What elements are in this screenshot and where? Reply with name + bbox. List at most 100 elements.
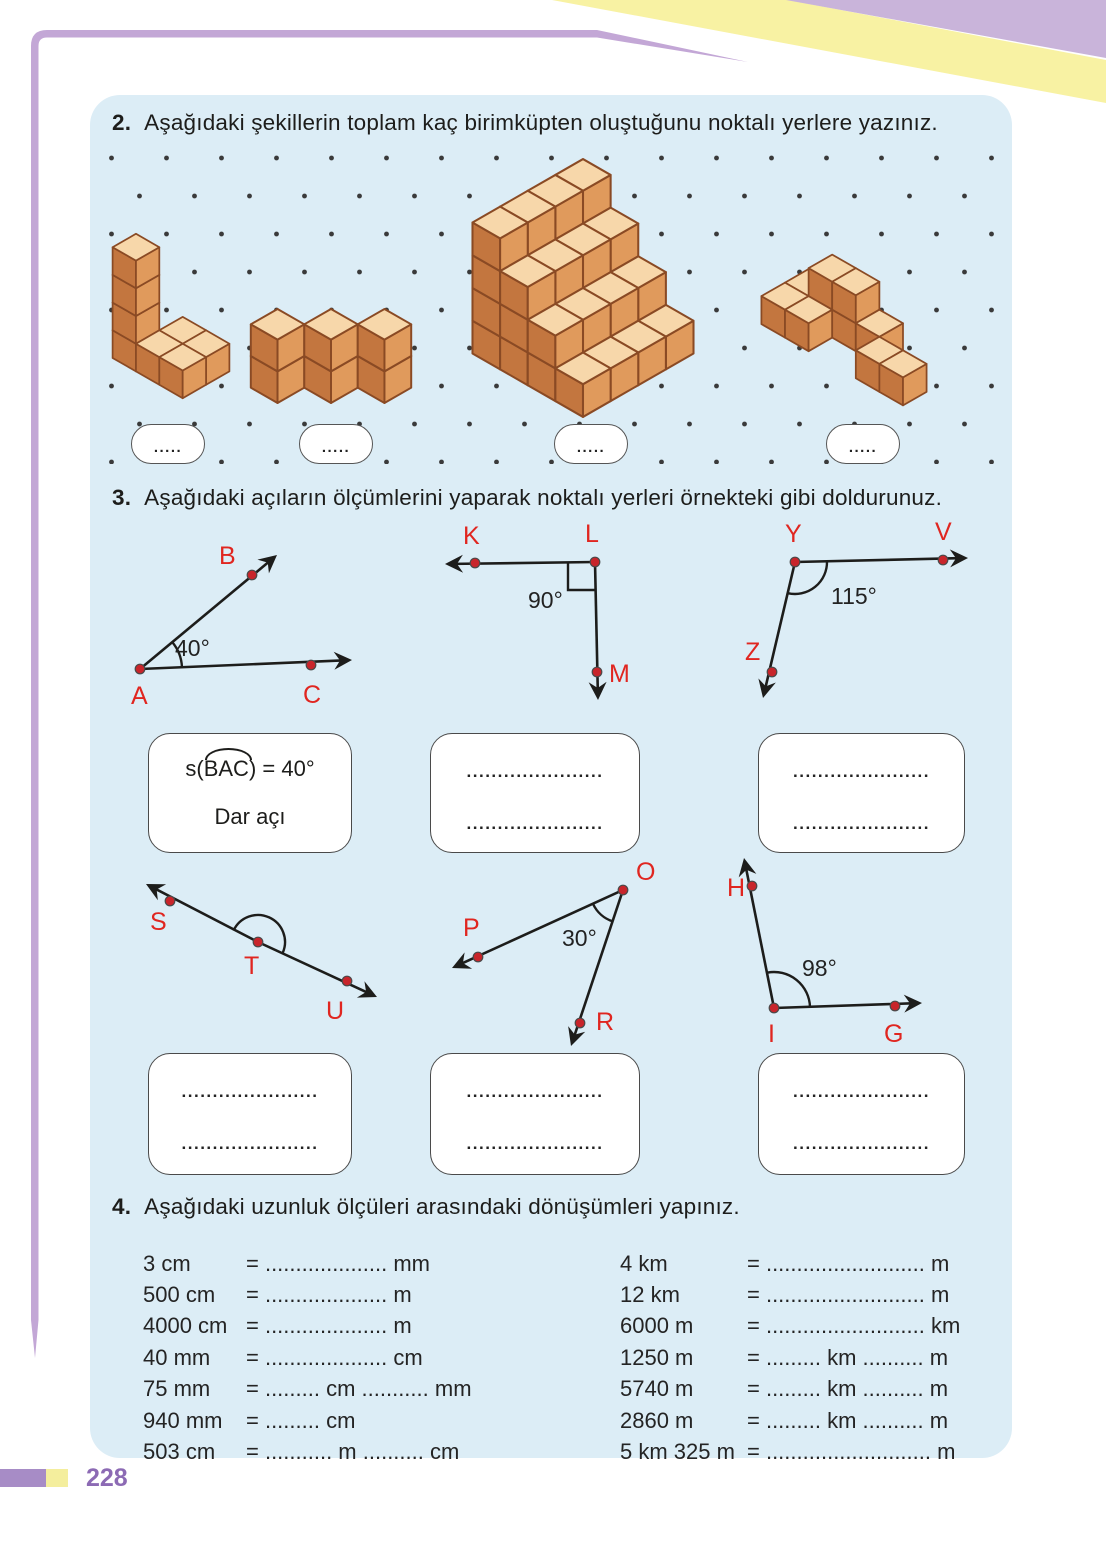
conversion-column-right: 4 km = .......................... m 12 km… — [620, 1248, 960, 1468]
conversion-lhs: 5740 m — [620, 1376, 694, 1402]
page-number: 228 — [86, 1464, 128, 1492]
conversion-row: 40 mm= .................... cm — [143, 1342, 472, 1373]
dotted-line[interactable]: ...................... — [793, 1082, 930, 1101]
cube-figure-4 — [760, 253, 928, 407]
question-4-heading: 4. Aşağıdaki uzunluk ölçüleri arasındaki… — [112, 1194, 740, 1220]
question-3-number: 3. — [112, 485, 132, 510]
conversion-blank[interactable]: = .......................... km — [747, 1313, 961, 1339]
angle-point-label: H — [727, 874, 745, 902]
angle-point-label: R — [596, 1008, 614, 1036]
angle-point-label: S — [150, 908, 167, 936]
conversion-row: 5 km 325 m = ........................... … — [620, 1436, 960, 1467]
conversion-blank[interactable]: = ......... km .......... m — [747, 1344, 949, 1370]
purple-wedge — [786, 0, 1106, 58]
angle-point-label: O — [636, 858, 655, 886]
footer-purple-bar — [0, 1469, 46, 1487]
angle-point-label: V — [935, 518, 952, 546]
dotted-line[interactable]: ...................... — [793, 1134, 930, 1153]
answer-bubble-2[interactable]: ..... — [299, 424, 373, 464]
angle-point-label: G — [884, 1020, 903, 1048]
angle-answer-box-example: s(BAC) = 40° Dar açı — [148, 733, 352, 853]
answer-bubble-4[interactable]: ..... — [826, 424, 900, 464]
question-2-heading: 2. Aşağıdaki şekillerin toplam kaç birim… — [112, 110, 938, 136]
conversion-lhs: 503 cm — [143, 1439, 216, 1465]
conversion-blank[interactable]: = .................... m — [246, 1313, 412, 1339]
conversion-lhs: 4 km — [620, 1250, 668, 1276]
angle-point-label: Y — [785, 520, 802, 548]
example-measure: s(BAC) = 40° — [149, 748, 351, 782]
answer-bubble-3[interactable]: ..... — [554, 424, 628, 464]
angle-answer-box-5: ...................... .................… — [430, 1053, 640, 1175]
cube-figure-3 — [471, 158, 695, 418]
conversion-lhs: 12 km — [620, 1282, 680, 1308]
conversion-row: 4 km = .......................... m — [620, 1248, 960, 1279]
conversion-lhs: 3 cm — [143, 1250, 191, 1276]
conversion-lhs: 75 mm — [143, 1376, 211, 1402]
angle-answer-box-4: ...................... .................… — [148, 1053, 352, 1175]
angle-degree-label: 40° — [175, 635, 210, 661]
question-4-text: Aşağıdaki uzunluk ölçüleri arasındaki dö… — [144, 1194, 740, 1219]
question-2-text: Aşağıdaki şekillerin toplam kaç birimküp… — [144, 110, 938, 135]
footer-yellow-square — [46, 1469, 68, 1487]
conversion-lhs: 940 mm — [143, 1407, 223, 1433]
conversion-row: 6000 m = .......................... km — [620, 1311, 960, 1342]
angle-answer-box-3: ...................... .................… — [758, 733, 965, 853]
dotted-line[interactable]: ...................... — [466, 814, 604, 833]
question-4-number: 4. — [112, 1194, 132, 1219]
dotted-line[interactable]: ...................... — [466, 1082, 604, 1101]
example-type: Dar açı — [214, 804, 286, 829]
conversion-blank[interactable]: = ........... m .......... cm — [246, 1439, 460, 1465]
angle-point-label: Z — [745, 638, 760, 666]
cube-figure-2 — [249, 307, 413, 405]
conversion-blank[interactable]: = ......... km .......... m — [747, 1407, 949, 1433]
conversion-lhs: 5 km 325 m — [620, 1439, 735, 1465]
angle-point-label: K — [463, 522, 480, 550]
conversion-lhs: 4000 cm — [143, 1313, 228, 1339]
angle-degree-label: 98° — [802, 955, 837, 981]
dotted-line[interactable]: ...................... — [466, 1134, 604, 1153]
conversion-blank[interactable]: = .......................... m — [747, 1282, 950, 1308]
conversion-row: 2860 m = ......... km .......... m — [620, 1405, 960, 1436]
conversion-blank[interactable]: = .......................... m — [747, 1250, 950, 1276]
conversion-row: 12 km = .......................... m — [620, 1279, 960, 1310]
dotted-line[interactable]: ...................... — [181, 1082, 319, 1101]
angle-degree-label: 90° — [528, 587, 563, 613]
dotted-line[interactable]: ...................... — [181, 1134, 319, 1153]
dotted-line[interactable]: ...................... — [466, 762, 604, 781]
conversion-lhs: 6000 m — [620, 1313, 694, 1339]
question-3-heading: 3. Aşağıdaki açıların ölçümlerini yapara… — [112, 485, 942, 511]
yellow-band — [552, 0, 1106, 103]
question-3-text: Aşağıdaki açıların ölçümlerini yaparak n… — [144, 485, 943, 510]
angle-answer-box-2: ...................... .................… — [430, 733, 640, 853]
conversion-blank[interactable]: = .................... m — [246, 1282, 412, 1308]
example-close: ) = 40° — [248, 756, 315, 781]
conversion-blank[interactable]: = ......... km .......... m — [747, 1376, 949, 1402]
conversion-lhs: 500 cm — [143, 1282, 216, 1308]
conversion-blank[interactable]: = ......... cm ........... mm — [246, 1376, 472, 1402]
angle-point-label: I — [768, 1020, 775, 1048]
conversion-row: 1250 m= ......... km .......... m — [620, 1342, 960, 1373]
conversion-blank[interactable]: = ........................... m — [747, 1439, 956, 1465]
conversion-lhs: 2860 m — [620, 1407, 694, 1433]
conversion-row: 500 cm = .................... m — [143, 1279, 472, 1310]
conversion-row: 940 mm = ......... cm — [143, 1405, 472, 1436]
cube-figure-1 — [111, 232, 231, 400]
conversion-blank[interactable]: = ......... cm — [246, 1407, 356, 1433]
conversion-blank[interactable]: = .................... mm — [246, 1250, 430, 1276]
conversion-row: 4000 cm = .................... m — [143, 1311, 472, 1342]
question-2-number: 2. — [112, 110, 132, 135]
dotted-line[interactable]: ...................... — [793, 814, 930, 833]
conversion-blank[interactable]: = .................... cm — [246, 1344, 423, 1370]
angle-diagram-hig: H I G 98° — [727, 858, 922, 1048]
conversion-row: 3 cm = .................... mm — [143, 1248, 472, 1279]
conversion-column-left: 3 cm = .................... mm 500 cm = ..… — [143, 1248, 472, 1468]
angle-point-label: T — [244, 952, 259, 980]
conversion-row: 5740 m = ......... km .......... m — [620, 1374, 960, 1405]
dotted-line[interactable]: ...................... — [793, 762, 930, 781]
angle-point-label: A — [131, 682, 148, 710]
answer-bubble-1[interactable]: ..... — [131, 424, 205, 464]
